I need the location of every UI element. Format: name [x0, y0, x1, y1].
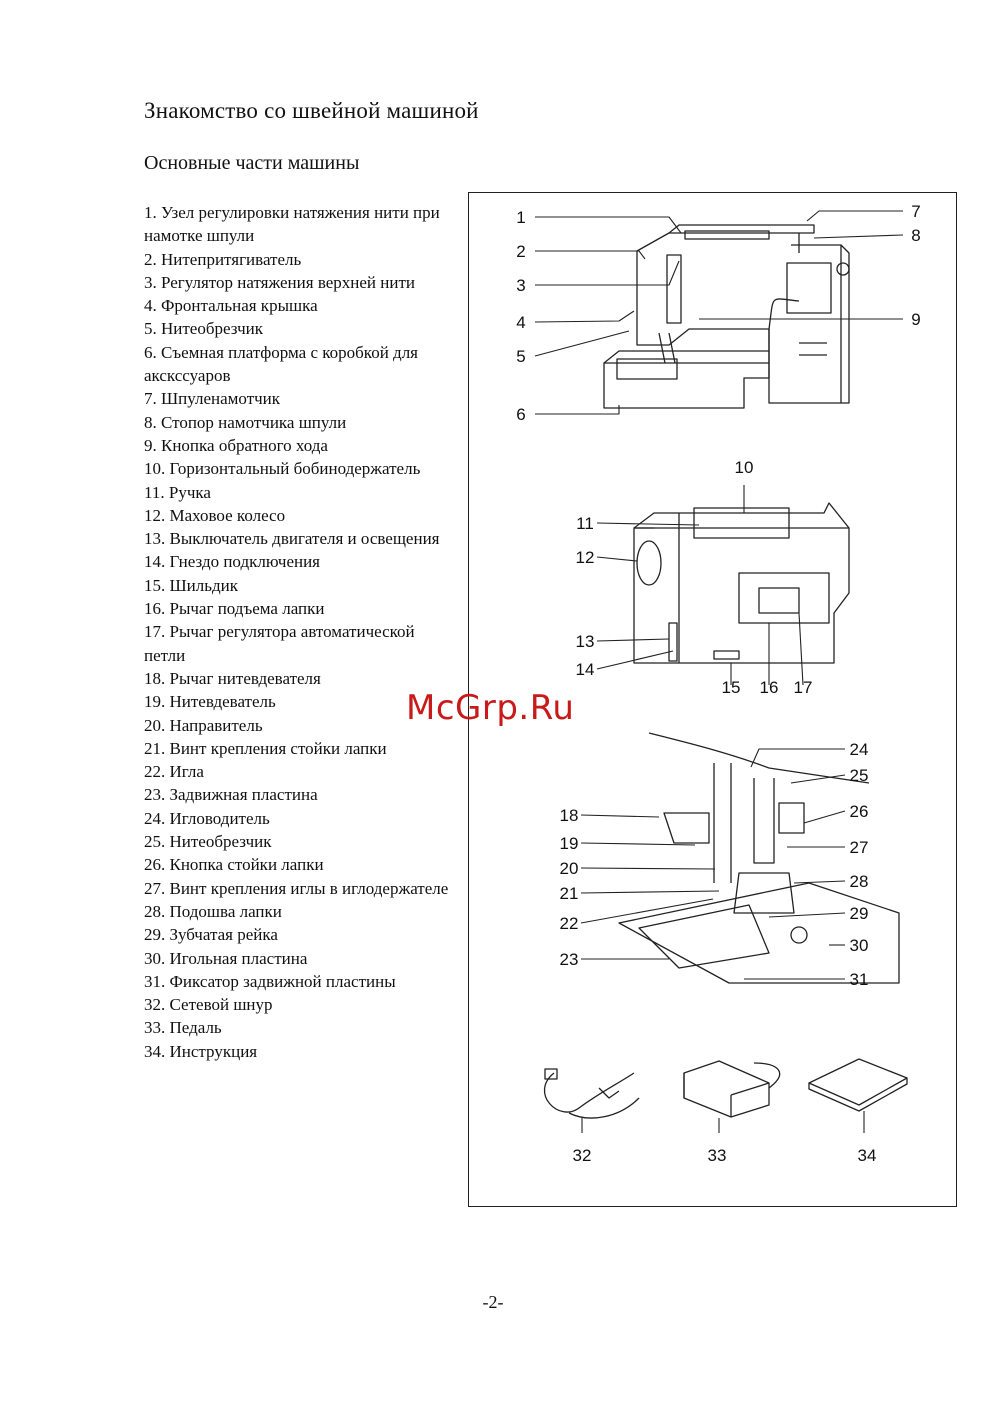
callout-label: 7: [911, 202, 920, 221]
machine-diagram-frame: 1 2 3 4 5 6 7 8 9 10 11 12 13 14 15 16 1…: [468, 192, 957, 1207]
callout-label: 33: [708, 1146, 727, 1165]
callout-label: 20: [560, 859, 579, 878]
parts-list-item: 30. Игольная пластина: [144, 948, 308, 968]
parts-list-item: 34. Инструкция: [144, 1041, 258, 1061]
parts-list-item: 12. Маховое колесо: [144, 505, 286, 525]
parts-list-item: 3. Регулятор натяжения верхней нити: [144, 272, 416, 292]
parts-list-item: 4. Фронтальная крышка: [144, 296, 318, 316]
parts-list-item: 17. Рычаг регулятора автоматической петл…: [144, 622, 415, 665]
callout-label: 5: [516, 347, 525, 366]
callout-labels: 1 2 3 4 5 6 7 8 9 10 11 12 13 14 15 16 1…: [516, 202, 920, 1165]
callout-label: 8: [911, 226, 920, 245]
callout-label: 23: [560, 950, 579, 969]
callout-label: 24: [850, 740, 869, 759]
parts-list-item: 28. Подошва лапки: [144, 901, 282, 921]
callout-label: 13: [576, 632, 595, 651]
watermark-text: McGrp.Ru: [406, 688, 575, 728]
callout-label: 29: [850, 904, 869, 923]
callout-label: 34: [858, 1146, 877, 1165]
section-subtitle: Основные части машины: [144, 152, 360, 174]
parts-list-item: 13. Выключатель двигателя и освещения: [144, 529, 440, 549]
instruction-manual-illustration: [808, 1058, 908, 1112]
needle-area-illustration: [618, 732, 900, 984]
callout-label: 1: [516, 208, 525, 227]
callout-label: 21: [560, 884, 579, 903]
parts-list-item: 11. Ручка: [144, 482, 211, 502]
parts-list-item: 25. Нитеобрезчик: [144, 832, 272, 852]
parts-list-item: 24. Игловодитель: [144, 808, 270, 828]
machine-diagram: 1 2 3 4 5 6 7 8 9 10 11 12 13 14 15 16 1…: [516, 202, 920, 1165]
parts-list-item: 23. Задвижная пластина: [144, 785, 318, 805]
parts-list-item: 32. Сетевой шнур: [144, 995, 273, 1015]
parts-list-item: 29. Зубчатая рейка: [144, 925, 278, 945]
parts-list-item: 16. Рычаг подъема лапки: [144, 599, 325, 619]
parts-list-item: 31. Фиксатор задвижной пластины: [144, 971, 396, 991]
parts-list-item: 20. Направитель: [144, 715, 263, 735]
callout-label: 31: [850, 970, 869, 989]
parts-list-item: 6. Съемная платформа с коробкой для акск…: [144, 342, 418, 386]
callout-label: 27: [850, 838, 869, 857]
parts-list-item: 5. Нитеобрезчик: [144, 319, 264, 339]
callout-label: 2: [516, 242, 525, 261]
callout-label: 17: [794, 678, 813, 697]
parts-list: 1. Узел регулировки натяжения нити при н…: [144, 201, 454, 1063]
callout-label: 28: [850, 872, 869, 891]
callout-label: 22: [560, 914, 579, 933]
callout-label: 3: [516, 276, 525, 295]
parts-list-item: 26. Кнопка стойки лапки: [144, 855, 324, 875]
callout-label: 26: [850, 802, 869, 821]
parts-list-item: 9. Кнопка обратного хода: [144, 435, 328, 455]
callout-label: 25: [850, 766, 869, 785]
callout-label: 30: [850, 936, 869, 955]
callout-label: 14: [576, 660, 595, 679]
parts-list-item: 8. Стопор намотчика шпули: [144, 412, 347, 432]
parts-list-item: 1. Узел регулировки натяжения нити при н…: [144, 203, 440, 246]
parts-list-item: 33. Педаль: [144, 1018, 222, 1038]
parts-list-item: 22. Игла: [144, 762, 204, 782]
power-cord-illustration: [543, 1068, 640, 1119]
machine-front-illustration: [603, 224, 850, 409]
callout-label: 10: [735, 458, 754, 477]
callout-label: 9: [911, 310, 920, 329]
parts-list-item: 15. Шильдик: [144, 575, 238, 595]
callout-label: 16: [760, 678, 779, 697]
callout-leader-lines: [534, 210, 904, 1133]
callout-label: 6: [516, 405, 525, 424]
parts-list-item: 2. Нитепритягиватель: [144, 249, 302, 269]
callout-label: 11: [576, 514, 594, 533]
parts-list-item: 27. Винт крепления иглы в иглодержателе: [144, 878, 449, 898]
parts-list-item: 18. Рычаг нитевдевателя: [144, 668, 321, 688]
parts-list-item: 21. Винт крепления стойки лапки: [144, 738, 387, 758]
callout-label: 12: [576, 548, 595, 567]
parts-list-item: 14. Гнездо подключения: [144, 552, 321, 572]
foot-pedal-illustration: [683, 1060, 781, 1118]
machine-rear-illustration: [633, 502, 850, 664]
callout-label: 18: [560, 806, 579, 825]
callout-label: 32: [573, 1146, 592, 1165]
parts-list-item: 7. Шпуленамотчик: [144, 389, 281, 409]
page-title: Знакомство со швейной машиной: [144, 98, 479, 123]
page-number: -2-: [482, 1292, 504, 1312]
callout-label: 19: [560, 834, 579, 853]
parts-list-item: 10. Горизонтальный бобинодержатель: [144, 459, 421, 479]
parts-list-item: 19. Нитевдеватель: [144, 692, 276, 712]
callout-label: 15: [722, 678, 741, 697]
callout-label: 4: [516, 313, 525, 332]
